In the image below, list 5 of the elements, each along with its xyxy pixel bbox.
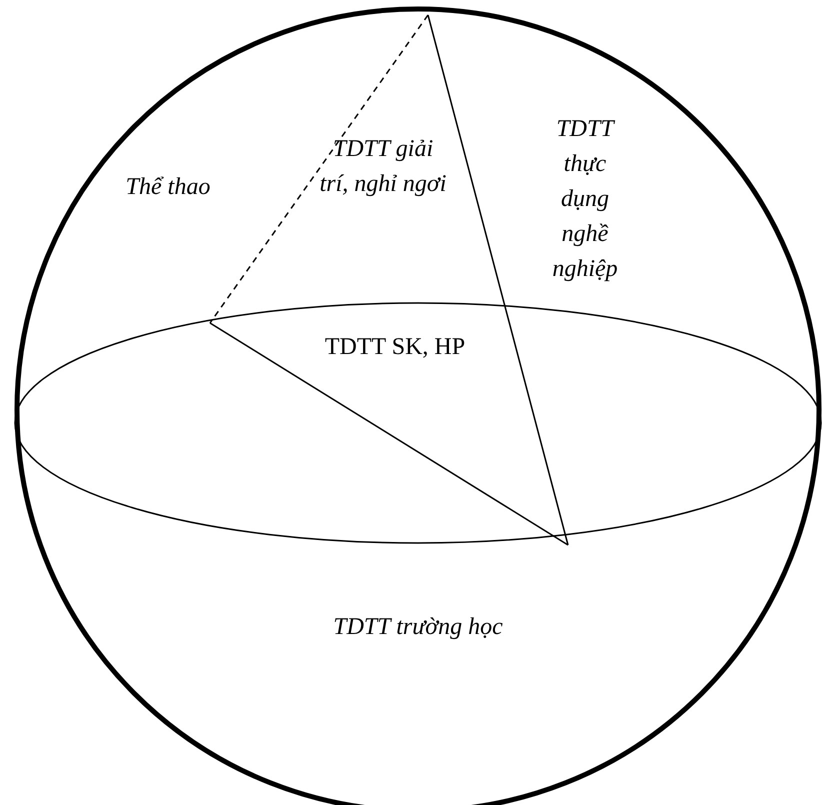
region-label: TDTT SK, HP (324, 333, 466, 362)
region-label: TDTT giải trí, nghỉ ngơi (318, 135, 448, 199)
region-label: TDTT thực dụng nghề nghiệp (551, 115, 619, 284)
region-label: TDTT trường học (332, 613, 504, 642)
region-label: Thể thao (124, 173, 212, 202)
